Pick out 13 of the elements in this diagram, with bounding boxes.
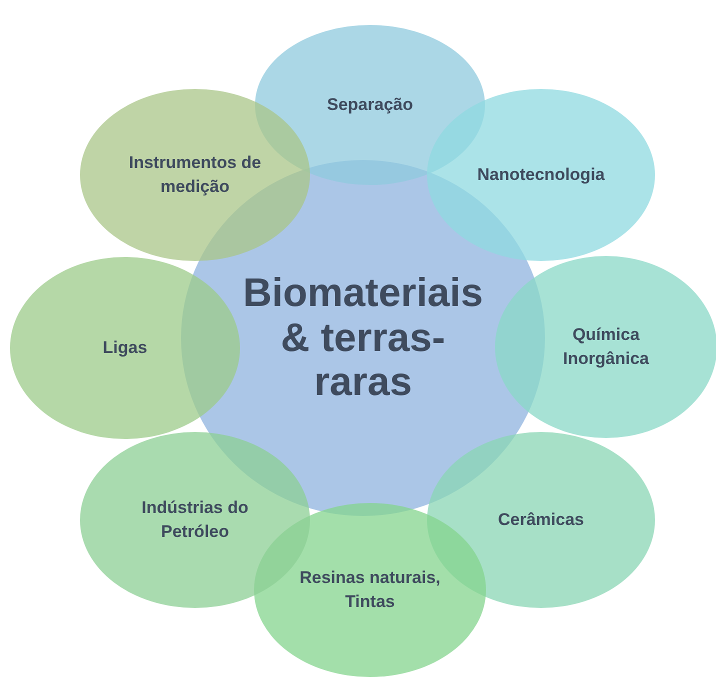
central-title: Biomateriais & terras-raras (242, 270, 484, 406)
topic-ellipse (427, 89, 655, 261)
topic-label: Separação (326, 94, 414, 116)
topic-ellipse (10, 257, 240, 439)
topic-label: Química Inorgânica (562, 324, 650, 370)
topic-ellipse (80, 89, 310, 261)
topic-ellipse (254, 503, 486, 677)
topic-label: Nanotecnologia (476, 164, 606, 186)
topic-label: Instrumentos de medição (128, 152, 262, 198)
topic-label: Cerâmicas (496, 509, 585, 532)
topic-label: Indústrias do Petróleo (140, 497, 250, 543)
topic-label: Ligas (102, 337, 148, 360)
topic-label: Resinas naturais, Tintas (298, 567, 442, 613)
